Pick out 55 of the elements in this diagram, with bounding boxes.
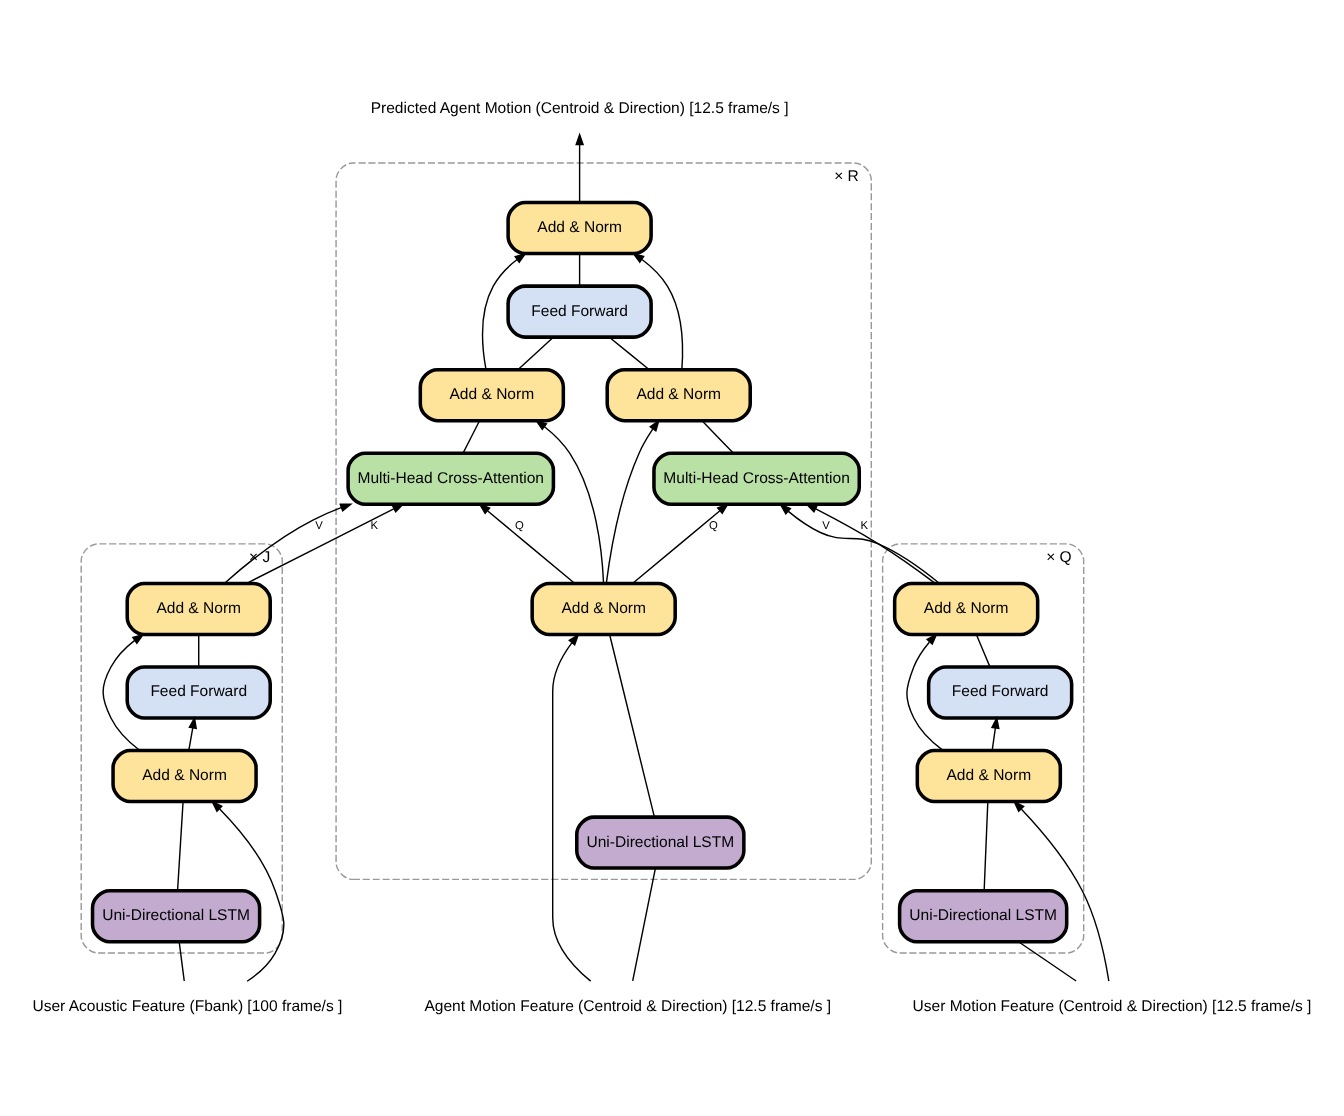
connector [176,801,184,891]
cluster [881,543,1085,954]
node-box: Add & Norm [530,581,677,637]
arrow [481,252,528,371]
arrow [246,503,405,584]
connector [578,253,581,287]
node-text: Agent Motion Feature (Centroid & Direction) [12.5 frame/s ] [424,996,832,1015]
connector [198,633,200,668]
node-box: Feed Forward [926,665,1074,720]
arrow [534,419,605,584]
connector [701,420,734,454]
arrow [605,418,660,584]
node-box: Uni-Directional LSTM [575,815,746,870]
node-box: Add & Norm [892,581,1040,637]
connector [517,336,554,371]
arrow [804,503,936,585]
node-box: Multi-Head Cross-Attention [346,451,556,506]
node-text: User Acoustic Feature (Fbank) [100 frame/s ] [32,996,343,1015]
connector [975,633,991,668]
connector [608,336,650,371]
connector [632,867,657,982]
node-box: Feed Forward [506,284,653,339]
connector [983,801,989,891]
node-box: Feed Forward [125,665,272,720]
arrow [632,502,730,584]
arrow [779,503,940,584]
connector [178,941,185,982]
node-label: × Q [1046,547,1072,566]
cluster [80,543,283,954]
connector [462,420,481,454]
node-box: Add & Norm [605,367,752,423]
arrow [188,716,198,752]
connector [609,634,656,818]
arrow [990,716,1000,752]
node-box: Uni-Directional LSTM [90,888,262,944]
arrow [210,800,285,982]
node-box: Add & Norm [506,200,653,256]
arrow [575,132,585,203]
node-box: Add & Norm [915,748,1063,804]
node-box: Add & Norm [125,581,272,637]
node-box: Add & Norm [418,367,566,423]
node-box: Multi-Head Cross-Attention [652,451,862,506]
arrow [102,633,145,752]
connector [1018,941,1077,982]
node-text: User Motion Feature (Centroid & Direction) [12.5 frame/s ] [912,996,1312,1015]
node-box: Add & Norm [111,748,258,804]
arrow [906,632,944,752]
arrow [1012,800,1110,982]
node-box: Uni-Directional LSTM [897,888,1069,944]
node-text: Predicted Agent Motion (Centroid & Direction) [12.5 frame/s ] [370,99,789,118]
arrow [552,633,592,982]
node-label: × R [834,167,859,186]
arrow [631,252,684,371]
arrow [223,503,353,584]
arrow [478,502,576,584]
